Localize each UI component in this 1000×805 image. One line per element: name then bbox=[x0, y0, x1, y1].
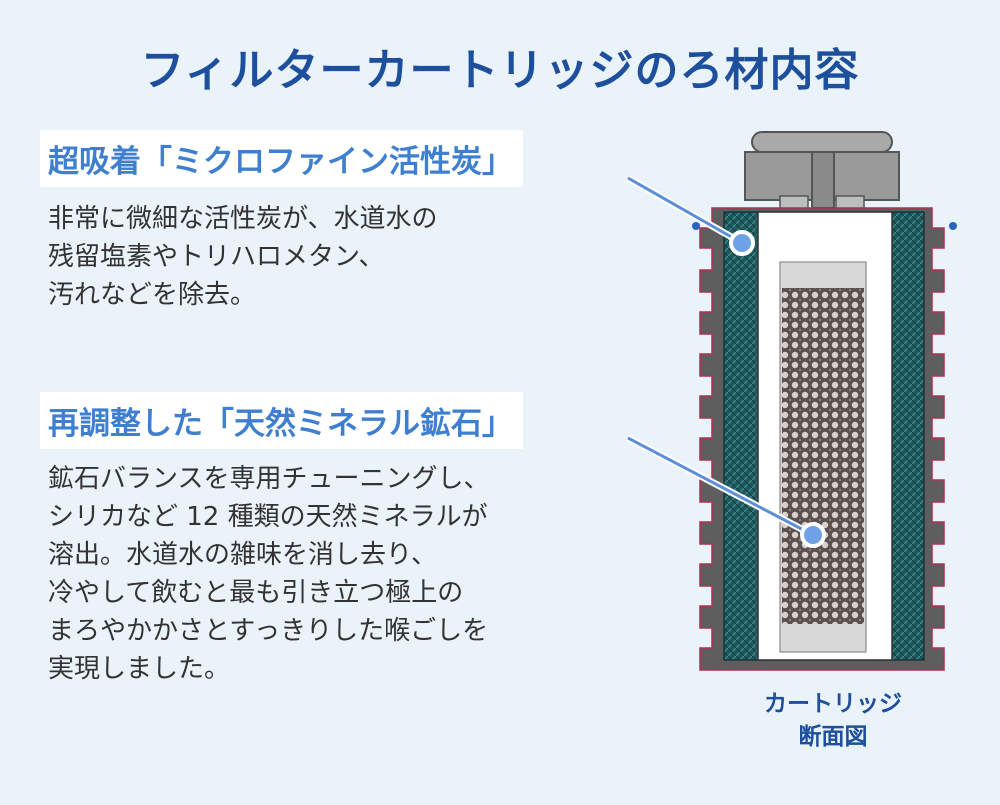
mineral-stone-layer bbox=[782, 288, 864, 624]
mineral-stone-label: 再調整した「天然ミネラル鉱石」 bbox=[40, 392, 523, 449]
description-line: シリカなど 12 種類の天然ミネラルが bbox=[48, 502, 488, 532]
diagram-caption: カートリッジ 断面図 bbox=[738, 688, 928, 754]
description-line: 溶出。水道水の雑味を消し去り、 bbox=[48, 540, 437, 570]
caption-line: 断面図 bbox=[798, 724, 868, 750]
activated-carbon-label: 超吸着「ミクロファイン活性炭」 bbox=[40, 130, 523, 187]
description-line: まろやかかさとすっきりした喉ごしを bbox=[48, 616, 489, 646]
mineral-stone-description: 鉱石バランスを専用チューニングし、 シリカなど 12 種類の天然ミネラルが 溶出… bbox=[48, 460, 489, 688]
mineral-leader bbox=[626, 434, 826, 548]
caption-line: カートリッジ bbox=[764, 691, 902, 717]
carbon-leader bbox=[626, 174, 755, 256]
description-line: 冷やして飲むと最も引き立つ極上の bbox=[48, 578, 464, 608]
description-line: 実現しました。 bbox=[48, 654, 231, 684]
description-line: 鉱石バランスを専用チューニングし、 bbox=[48, 464, 490, 494]
page-title: フィルターカートリッジのろ材内容 bbox=[140, 45, 860, 96]
cartridge-cap bbox=[744, 131, 900, 211]
description-line: 非常に微細な活性炭が、水道水の bbox=[48, 204, 438, 234]
description-line: 残留塩素やトリハロメタン、 bbox=[48, 242, 385, 272]
activated-carbon-description: 非常に微細な活性炭が、水道水の 残留塩素やトリハロメタン、 汚れなどを除去。 bbox=[48, 200, 437, 314]
description-line: 汚れなどを除去。 bbox=[48, 280, 257, 310]
